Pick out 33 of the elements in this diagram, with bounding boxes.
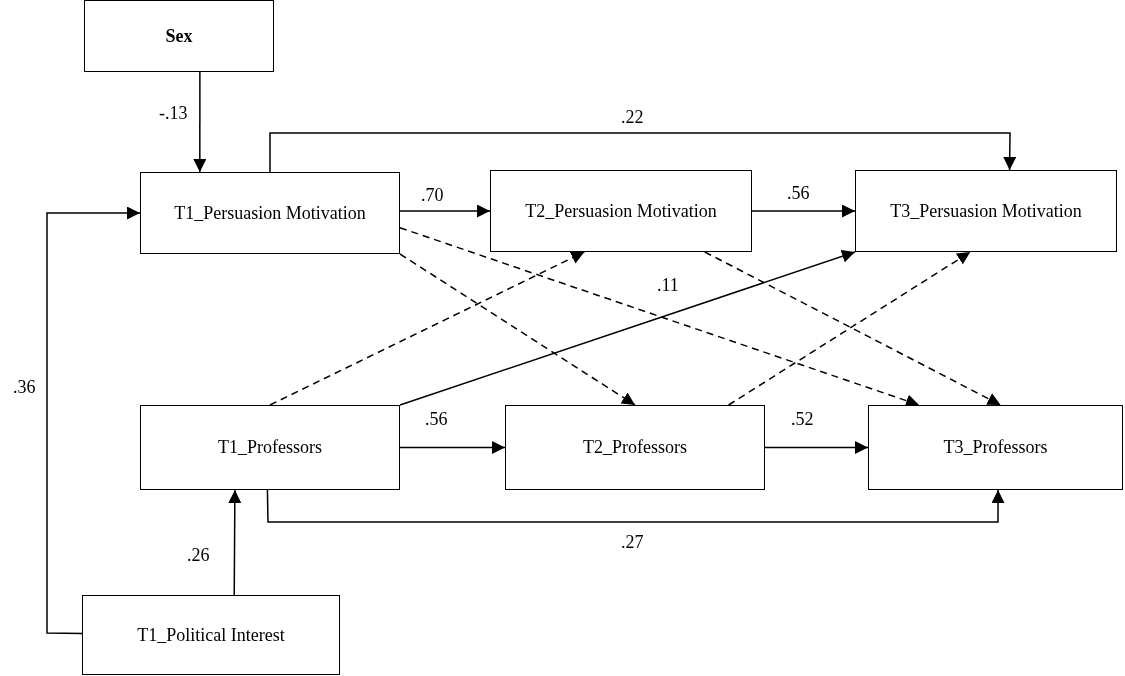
arrow [751,204,856,218]
edge-label: .22 [620,108,645,126]
variable-box: T2_Persuasion Motivation [490,170,752,252]
dashed-arrow [399,227,920,407]
dashed-arrow [704,251,1002,406]
arrow [228,489,242,596]
variable-box: Sex [84,0,274,72]
variable-box: T3_Persuasion Motivation [855,170,1117,252]
arrow [399,441,506,454]
arrow [193,71,207,173]
edge-label: .70 [420,186,445,204]
arrow [266,489,1005,523]
dashed-arrow [269,251,586,406]
arrow [764,441,869,454]
arrow [269,132,1017,173]
edge-label: .11 [656,276,680,294]
arrow [46,206,141,635]
edge-label: .52 [790,410,815,428]
variable-box: T1_Professors [140,405,400,490]
variable-box: T3_Professors [868,405,1123,490]
edge-label: .36 [12,378,37,396]
edge-label: -.13 [158,104,189,122]
dashed-arrow [727,251,972,406]
arrow [399,204,491,218]
variable-box: T1_Persuasion Motivation [140,172,400,254]
edge-label: .56 [424,410,449,428]
variable-box: T1_Political Interest [82,595,340,675]
edge-label: .26 [186,546,211,564]
dashed-arrow [399,253,636,406]
variable-box: T2_Professors [505,405,765,490]
edge-label: .27 [620,533,645,551]
edge-label: .56 [786,184,811,202]
arrow [399,250,856,406]
